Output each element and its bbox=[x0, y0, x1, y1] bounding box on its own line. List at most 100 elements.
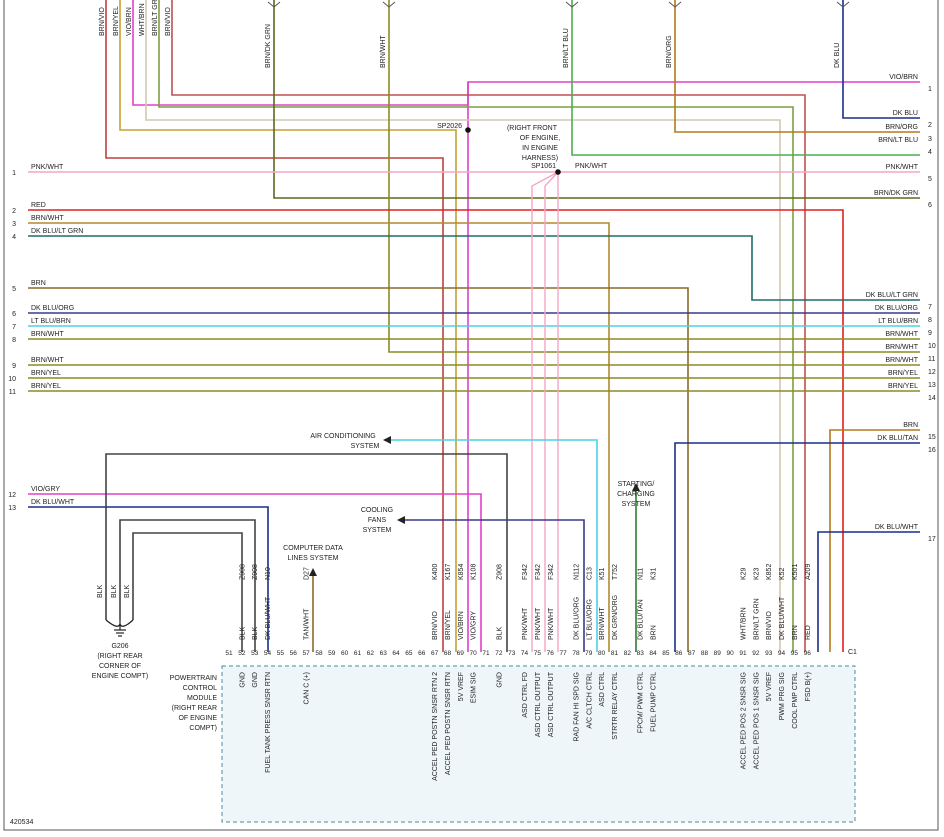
right-wire-number: 6 bbox=[928, 202, 932, 209]
top-wire-label: BRN/YEL bbox=[113, 6, 120, 36]
drop-wire-label: BRN/ORG bbox=[666, 35, 673, 68]
pnk-wht-mid-label: PNK/WHT bbox=[575, 163, 608, 170]
pin-number: 73 bbox=[508, 650, 516, 657]
svg-text:LINES SYSTEM: LINES SYSTEM bbox=[288, 555, 339, 562]
svg-text:(RIGHT REAR: (RIGHT REAR bbox=[172, 705, 217, 712]
right-wire-color: DK BLU bbox=[893, 110, 918, 117]
right-wire-number: 1 bbox=[928, 86, 932, 93]
pin-circuit: K852 bbox=[766, 564, 773, 580]
pin-wire-color: DK BLU/ORG bbox=[573, 597, 580, 640]
right-wire-color: LT BLU/BRN bbox=[878, 318, 918, 325]
wire-dkblu-tan-16 bbox=[674, 442, 920, 652]
pin-function: ASD CTRL OUTPUT bbox=[535, 671, 542, 737]
pin-function: ACCEL PED POSTN SNSR RTN bbox=[445, 672, 452, 775]
top-wire-label: VIO/BRN bbox=[126, 7, 133, 36]
pin-number: 53 bbox=[251, 650, 259, 657]
pin-number: 67 bbox=[431, 650, 439, 657]
pin-function: GND bbox=[239, 672, 246, 688]
pcm-label: POWERTRAIN CONTROL MODULE (RIGHT REAR OF… bbox=[170, 675, 218, 732]
left-wire-number: 7 bbox=[12, 324, 16, 331]
drop-wire-label: BRN/WHT bbox=[380, 35, 387, 68]
sp1061-label: SP1061 bbox=[531, 163, 556, 170]
svg-text:OF ENGINE,: OF ENGINE, bbox=[520, 135, 561, 142]
right-wire-number: 9 bbox=[928, 330, 932, 337]
right-wire-color: BRN bbox=[903, 422, 918, 429]
right-wire-color: BRN/WHT bbox=[885, 357, 918, 364]
wire-brn-dkgrn-6 bbox=[273, 0, 920, 199]
pin-wire-color: BLK bbox=[496, 626, 503, 640]
pin-number: 63 bbox=[380, 650, 388, 657]
pin-circuit: C13 bbox=[586, 567, 593, 580]
pin-number: 91 bbox=[739, 650, 747, 657]
right-wire-color: DK BLU/LT GRN bbox=[866, 292, 918, 299]
right-wire-color: BRN/WHT bbox=[885, 331, 918, 338]
pin-function: ASD CTRL FD bbox=[522, 672, 529, 718]
splice-sp1061 bbox=[555, 169, 561, 175]
right-wire-color: BRN/LT BLU bbox=[878, 137, 918, 144]
left-wire-color: BRN bbox=[31, 280, 46, 287]
pin-circuit: K51 bbox=[599, 567, 606, 580]
pin-number: 89 bbox=[714, 650, 722, 657]
svg-text:BLK: BLK bbox=[124, 584, 131, 598]
svg-text:SYSTEM: SYSTEM bbox=[622, 501, 651, 508]
pin-number: 96 bbox=[804, 650, 812, 657]
ground-blk-labels: BLK BLK BLK bbox=[97, 584, 131, 598]
right-wire-number: 12 bbox=[928, 369, 936, 376]
pin-wire-color: PNK/WHT bbox=[548, 607, 555, 640]
pin-circuit: K52 bbox=[779, 567, 786, 580]
drop-wire-label: BRN/DK GRN bbox=[265, 24, 272, 68]
pin-wire-color: WHT/BRN bbox=[741, 607, 748, 640]
cooling-system-label: COOLING FANS SYSTEM bbox=[361, 507, 393, 534]
right-wire-color: BRN/DK GRN bbox=[874, 190, 918, 197]
connector-id: C1 bbox=[848, 649, 857, 656]
left-wire-number: 12 bbox=[8, 492, 16, 499]
left-wire-number: 13 bbox=[8, 505, 16, 512]
left-wire-color: BRN/WHT bbox=[31, 331, 64, 338]
svg-text:COOLING: COOLING bbox=[361, 507, 393, 514]
drop-wire-label: BRN/LT BLU bbox=[563, 28, 570, 68]
starting-system-label: STARTING/ bbox=[618, 481, 655, 488]
pnk-wht-asd-wires bbox=[531, 171, 559, 652]
pin-function: A/C CLTCH CTRL bbox=[586, 672, 593, 729]
pin-number: 58 bbox=[315, 650, 323, 657]
drop-wire-label: DK BLU bbox=[834, 43, 841, 68]
arrow-can bbox=[309, 568, 317, 576]
wire-blk-72 bbox=[105, 453, 508, 652]
left-wire-color: DK BLU/ORG bbox=[31, 305, 74, 312]
svg-text:OF ENGINE: OF ENGINE bbox=[178, 715, 217, 722]
left-wire-color: BRN/YEL bbox=[31, 383, 61, 390]
pin-circuit: K167 bbox=[445, 564, 452, 580]
pin-number: 64 bbox=[392, 650, 400, 657]
pin-circuit: F342 bbox=[548, 564, 555, 580]
pin-circuit: K31 bbox=[651, 567, 658, 580]
pin-wire-color: LT BLU/ORG bbox=[586, 599, 593, 640]
pin-number: 54 bbox=[264, 650, 272, 657]
pin-circuit: Z908 bbox=[496, 564, 503, 580]
pin-circuit: N112 bbox=[573, 564, 580, 580]
svg-text:G206: G206 bbox=[111, 643, 128, 650]
top-left-wires bbox=[105, 0, 920, 652]
left-wire-number: 10 bbox=[8, 376, 16, 383]
right-wire-color: VIO/BRN bbox=[889, 74, 918, 81]
wire-brn-wht-11 bbox=[388, 0, 920, 353]
svg-text:COMPUTER DATA: COMPUTER DATA bbox=[283, 545, 343, 552]
svg-text:(RIGHT FRONT: (RIGHT FRONT bbox=[507, 125, 558, 132]
pin-circuit: Z908 bbox=[239, 564, 246, 580]
pin-function: ACCEL PED POS 1 SNSR SIG bbox=[753, 672, 760, 769]
pin-number: 62 bbox=[367, 650, 375, 657]
wire-brn-15 bbox=[829, 429, 920, 652]
sp2026-label: SP2026 bbox=[437, 123, 462, 130]
wire-dkblu-wht-13 bbox=[28, 506, 269, 652]
pin-function: ACCEL PED POSTN SNSR RTN 2 bbox=[432, 672, 439, 781]
right-wire-number: 14 bbox=[928, 395, 936, 402]
ground-g206-symbol bbox=[105, 619, 134, 637]
pin-number: 95 bbox=[791, 650, 799, 657]
pin-wire-color: BRN bbox=[651, 625, 658, 640]
right-wire-color: DK BLU/WHT bbox=[875, 524, 919, 531]
arrow-starting bbox=[632, 483, 640, 491]
wire-vio-brn-top bbox=[132, 0, 920, 106]
pin-number: 71 bbox=[482, 650, 490, 657]
pin-number: 94 bbox=[778, 650, 786, 657]
arrow-ac bbox=[383, 436, 391, 444]
